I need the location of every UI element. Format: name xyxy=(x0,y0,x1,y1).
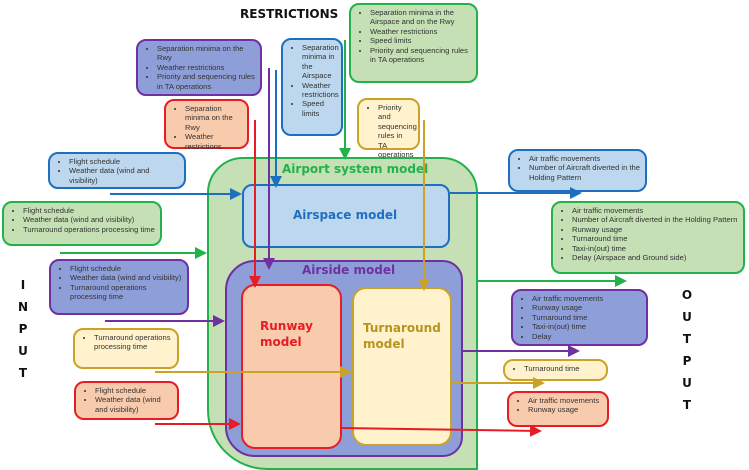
bullet-item: Weather restrictions xyxy=(370,27,471,36)
bullet-item: Delay (Airspace and Ground side) xyxy=(572,253,738,262)
airport-system-model-title: Airport system model xyxy=(282,162,429,176)
bullet-item: Taxi-in(out) time xyxy=(572,244,738,253)
output-letter: U xyxy=(682,310,692,324)
bullet-list: Separation minima in the Airspace and on… xyxy=(356,8,471,64)
bullet-item: Number of Aircraft diverted in the Holdi… xyxy=(572,215,738,224)
airspace-model xyxy=(242,184,450,248)
input-letter: U xyxy=(18,344,28,358)
bullet-item: Flight schedule xyxy=(70,264,182,273)
input-letter: P xyxy=(18,322,28,336)
bullet-item: Priority and sequencing rules in TA oper… xyxy=(378,103,417,159)
bullet-item: Weather data (wind and visibility) xyxy=(70,273,182,282)
bullet-item: Flight schedule xyxy=(95,386,172,395)
turnaround-model-title-line1: Turnaround xyxy=(363,321,441,335)
bullet-item: Air traffic movements xyxy=(572,206,738,215)
output-label: O U T P U T xyxy=(680,280,694,420)
bullet-item: Turnaround operations processing time xyxy=(23,225,155,234)
bullet-item: Weather restrictions xyxy=(302,81,339,100)
output-box-green: Air traffic movementsNumber of Aircraft … xyxy=(551,201,745,274)
airspace-model-title: Airspace model xyxy=(293,208,398,222)
bullet-item: Separation minima in the Airspace xyxy=(302,43,339,81)
turnaround-model-title-line2: model xyxy=(363,337,405,351)
bullet-item: Number of Aircraft diverted in the Holdi… xyxy=(529,163,640,182)
restriction-box-red: Separation minima on the RwyWeather rest… xyxy=(164,99,249,151)
bullet-list: Air traffic movementsNumber of Aircraft … xyxy=(515,154,640,182)
bullet-item: Speed limits xyxy=(370,36,471,45)
input-label: I N P U T xyxy=(16,270,30,388)
bullet-item: Turnaround time xyxy=(524,364,601,373)
bullet-item: Priority and sequencing rules in TA oper… xyxy=(370,46,471,65)
bullet-item: Air traffic movements xyxy=(532,294,641,303)
input-box-gold: Turnaround operations processing time xyxy=(73,328,179,369)
input-letter: N xyxy=(17,300,29,314)
turnaround-model-title: Turnaround model xyxy=(363,320,441,352)
bullet-item: Turnaround time xyxy=(572,234,738,243)
bullet-item: Speed limits xyxy=(302,99,336,118)
bullet-item: Weather data (wind and visibility) xyxy=(95,395,172,414)
bullet-item: Separation minima on the Rwy xyxy=(157,44,255,63)
bullet-item: Taxi-in(out) time xyxy=(532,322,641,331)
input-letter: I xyxy=(20,278,26,292)
restriction-box-gold: Priority and sequencing rules in TA oper… xyxy=(357,98,420,159)
bullet-list: Separation minima on the RwyWeather rest… xyxy=(171,104,242,151)
bullet-list: Turnaround operations processing time xyxy=(80,333,172,352)
bullet-list: Separation minima on the RwyWeather rest… xyxy=(143,44,255,91)
bullet-list: Flight scheduleWeather data (wind and vi… xyxy=(9,206,155,234)
bullet-list: Priority and sequencing rules in TA oper… xyxy=(364,103,417,159)
turnaround-model xyxy=(352,287,452,446)
input-box-purple: Flight scheduleWeather data (wind and vi… xyxy=(49,259,189,315)
bullet-item: Delay xyxy=(532,332,641,341)
bullet-item: Separation minima on the Rwy xyxy=(185,104,242,132)
bullet-item: Weather restrictions xyxy=(157,63,255,72)
bullet-item: Runway usage xyxy=(572,225,738,234)
bullet-item: Runway usage xyxy=(528,405,602,414)
output-letter: O xyxy=(681,288,693,302)
bullet-item: Priority and sequencing rules in TA oper… xyxy=(157,72,255,91)
bullet-item: Flight schedule xyxy=(69,157,179,166)
restriction-box-green: Separation minima in the Airspace and on… xyxy=(349,3,478,83)
bullet-item: Turnaround time xyxy=(532,313,641,322)
bullet-item: Runway usage xyxy=(532,303,641,312)
runway-model-title-line1: Runway xyxy=(260,319,313,333)
bullet-item: Turnaround operations processing time xyxy=(94,333,172,352)
bullet-list: Flight scheduleWeather data (wind and vi… xyxy=(81,386,172,414)
bullet-list: Air traffic movementsNumber of Aircraft … xyxy=(558,206,738,262)
output-box-red: Air traffic movementsRunway usage xyxy=(507,391,609,427)
output-letter: P xyxy=(682,354,692,368)
bullet-item: Weather data (wind and visibility) xyxy=(23,215,155,224)
input-box-blue: Flight scheduleWeather data (wind and vi… xyxy=(48,152,186,189)
input-letter: T xyxy=(18,366,28,380)
bullet-list: Flight scheduleWeather data (wind and vi… xyxy=(56,264,182,302)
restriction-box-purple: Separation minima on the RwyWeather rest… xyxy=(136,39,262,96)
input-box-green: Flight scheduleWeather data (wind and vi… xyxy=(2,201,162,246)
bullet-item: Weather data (wind and visibility) xyxy=(69,166,179,185)
bullet-list: Air traffic movementsRunway usageTurnaro… xyxy=(518,294,641,341)
runway-model-title: Runway model xyxy=(260,318,313,350)
bullet-list: Turnaround time xyxy=(510,364,601,373)
output-box-gold: Turnaround time xyxy=(503,359,608,381)
output-letter: T xyxy=(682,398,692,412)
bullet-item: Weather restrictions xyxy=(185,132,242,151)
output-letter: U xyxy=(682,376,692,390)
bullet-item: Flight schedule xyxy=(23,206,155,215)
runway-model-title-line2: model xyxy=(260,335,302,349)
output-box-purple: Air traffic movementsRunway usageTurnaro… xyxy=(511,289,648,346)
input-box-red: Flight scheduleWeather data (wind and vi… xyxy=(74,381,179,420)
restrictions-title: RESTRICTIONS xyxy=(240,7,339,21)
bullet-list: Separation minima in the AirspaceWeather… xyxy=(288,43,339,118)
restriction-box-blue: Separation minima in the AirspaceWeather… xyxy=(281,38,343,136)
output-letter: T xyxy=(682,332,692,346)
bullet-item: Separation minima in the Airspace and on… xyxy=(370,8,471,27)
bullet-item: Air traffic movements xyxy=(528,396,602,405)
bullet-item: Air traffic movements xyxy=(529,154,640,163)
bullet-item: Turnaround operations processing time xyxy=(70,283,182,302)
output-box-blue: Air traffic movementsNumber of Aircraft … xyxy=(508,149,647,192)
bullet-list: Air traffic movementsRunway usage xyxy=(514,396,602,415)
airside-model-title: Airside model xyxy=(302,263,396,277)
bullet-list: Flight scheduleWeather data (wind and vi… xyxy=(55,157,179,185)
runway-model xyxy=(241,284,342,449)
